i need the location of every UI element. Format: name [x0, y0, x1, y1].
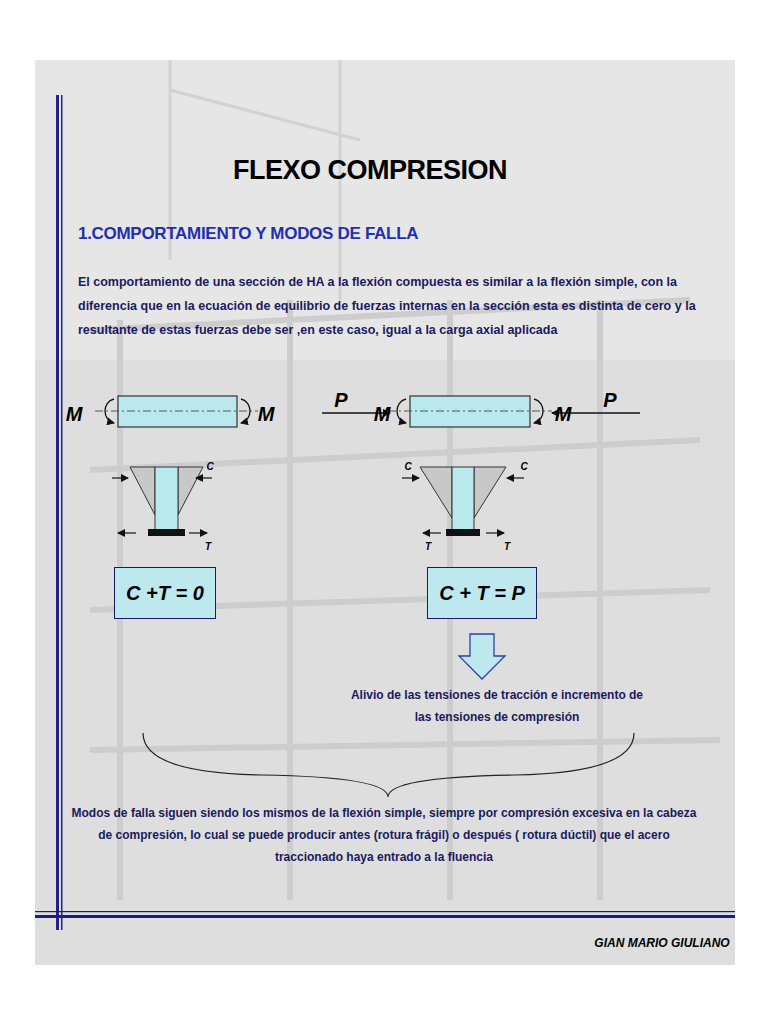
moment-label: M	[66, 403, 83, 426]
force-label: C	[404, 461, 411, 472]
effect-note: Alivio de las tensiones de tracción e in…	[347, 684, 647, 728]
section-stress-compressed	[402, 467, 524, 536]
moment-label: M	[258, 403, 275, 426]
force-label: C	[520, 461, 527, 472]
force-label: T	[425, 541, 431, 552]
block-arrow	[459, 634, 505, 679]
moment-label: M	[374, 403, 391, 426]
author-footer: GIAN MARIO GIULIANO	[594, 936, 729, 950]
beam-simple	[95, 396, 258, 427]
body-text: El comportamiento de una sección de HA a…	[78, 270, 718, 342]
background-photo	[35, 60, 735, 965]
equation-text: C + T = P	[439, 582, 525, 605]
force-label: C	[206, 461, 213, 472]
slide-title: FLEXO COMPRESION	[233, 155, 507, 186]
axial-load-label: P	[603, 389, 616, 412]
bottom-bar	[35, 911, 735, 912]
side-bar	[61, 95, 63, 930]
axial-load-label: P	[334, 389, 347, 412]
force-label: T	[504, 541, 510, 552]
moment-label: M	[555, 403, 572, 426]
section-heading: 1.COMPORTAMIENTO Y MODOS DE FALLA	[78, 224, 418, 244]
bottom-bar	[35, 915, 735, 918]
equation-box: C +T = 0	[114, 567, 216, 619]
equation-box: C + T = P	[427, 567, 537, 619]
force-label: T	[205, 541, 211, 552]
beam-compressed	[322, 396, 640, 427]
curly-brace	[143, 733, 634, 797]
side-bar	[56, 95, 59, 930]
failure-note: Modos de falla siguen siendo los mismos …	[69, 802, 699, 868]
equation-text: C +T = 0	[126, 582, 204, 605]
section-stress-simple	[112, 467, 212, 536]
